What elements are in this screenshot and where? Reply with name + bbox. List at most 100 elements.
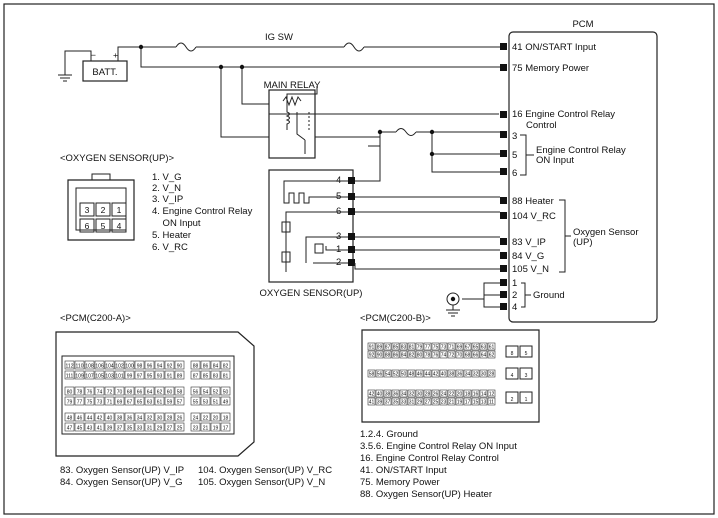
connector-pin-cell	[423, 369, 432, 378]
battery-ground-wire	[58, 50, 92, 82]
connector-pin-cell	[164, 412, 175, 422]
connector-pin-number: 28	[167, 416, 173, 422]
connector-pin-cell	[423, 350, 432, 359]
connector-pin-cell	[487, 342, 496, 351]
power-wiring	[117, 42, 500, 173]
connector-pin-cell	[84, 360, 95, 370]
connector-pin-number: 79	[67, 400, 73, 406]
svg-text:88. Oxygen Sensor(UP) Heater: 88. Oxygen Sensor(UP) Heater	[360, 489, 492, 500]
connector-pin-number: 76	[433, 353, 439, 359]
connector-pin-number: 28	[489, 372, 495, 378]
connector-pin-cell	[94, 360, 105, 370]
connector-pin-cell	[64, 396, 75, 406]
connector-pin-number: 107	[85, 374, 94, 380]
o2-sensor-internals	[281, 180, 348, 272]
connector-pin-number: 44	[425, 372, 431, 378]
connector-pin-cell	[391, 397, 400, 406]
connector-pin-number: 25	[177, 426, 183, 432]
connector-pin-cell	[144, 386, 155, 396]
connector-pin-number: 104	[105, 364, 114, 370]
connector-pin-cell	[74, 360, 85, 370]
connector-pin-cell	[463, 389, 472, 398]
connector-pin-number: 24	[193, 416, 199, 422]
connector-pin-number: 24	[441, 392, 447, 398]
connector-pin-cell	[399, 389, 408, 398]
relay-input-bracket	[520, 134, 534, 176]
sensor-pcm-wiring	[354, 146, 500, 270]
connector-pin-number: 70	[117, 390, 123, 396]
connector-pin-number: 39	[377, 400, 383, 406]
connector-pin-number: 43	[87, 426, 93, 432]
connector-pin-number: 75	[87, 400, 93, 406]
o2-connector-pin-4: 4	[117, 221, 122, 231]
pcm-terminals	[500, 43, 507, 310]
connector-pin-cell	[399, 369, 408, 378]
connector-pin-cell	[104, 412, 115, 422]
connector-pin-cell	[64, 422, 75, 432]
connector-pin-cell	[64, 412, 75, 422]
connector-pin-cell	[423, 389, 432, 398]
connector-pin-number: 65	[473, 345, 479, 351]
connector-pin-number: 25	[433, 400, 439, 406]
svg-text:5: 5	[525, 351, 528, 357]
o2-connector-pins: 3 2 1 6 5 4	[79, 202, 127, 233]
connector-pin-cell	[383, 389, 392, 398]
connector-pin-cell	[124, 370, 135, 380]
connector-pin-number: 86	[393, 353, 399, 359]
connector-pin-number: 92	[167, 364, 173, 370]
connector-pin-number: 105	[95, 374, 104, 380]
main-relay-label: MAIN RELAY	[264, 80, 322, 91]
connector-pin-cell	[104, 396, 115, 406]
connector-pin-cell	[144, 422, 155, 432]
connector-pin-cell	[415, 342, 424, 351]
connector-pin-cell	[463, 397, 472, 406]
c200a-legend: 83. Oxygen Sensor(UP) V_IP 84. Oxygen Se…	[60, 465, 332, 488]
connector-pin-cell	[479, 350, 488, 359]
o2-connector-legend: 1. V_G 2. V_N 3. V_IP 4. Engine Control …	[152, 172, 253, 253]
connector-pin-number: 47	[67, 426, 73, 432]
connector-pin-cell	[431, 350, 440, 359]
connector-pin-cell	[407, 389, 416, 398]
connector-pin-cell	[174, 360, 185, 370]
connector-pin-number: 66	[137, 390, 143, 396]
o2-connector-pin-3: 3	[85, 205, 90, 215]
connector-pin-cell	[64, 370, 75, 380]
connector-pin-number: 56	[377, 372, 383, 378]
connector-pin-number: 49	[223, 400, 229, 406]
connector-pin-number: 33	[137, 426, 143, 432]
connector-pin-number: 39	[107, 426, 113, 432]
connector-pin-cell	[210, 396, 221, 406]
o2-connector-pin-2: 2	[101, 205, 106, 215]
relay-input-label-2: ON Input	[536, 155, 574, 166]
connector-pin-number: 70	[457, 353, 463, 359]
connector-pin-cell	[124, 386, 135, 396]
svg-text:1: 1	[525, 397, 528, 403]
svg-text:75 Memory Power: 75 Memory Power	[512, 63, 589, 74]
connector-pin-cell	[375, 389, 384, 398]
connector-pin-number: 20	[457, 392, 463, 398]
connector-pin-number: 68	[127, 390, 133, 396]
connector-pin-number: 18	[223, 416, 229, 422]
connector-pin-number: 90	[377, 353, 383, 359]
svg-text:4. Engine Control Relay: 4. Engine Control Relay	[152, 206, 253, 217]
svg-text:84 V_G: 84 V_G	[512, 251, 544, 262]
c200a-title: <PCM(C200-A)>	[60, 313, 131, 324]
connector-pin-number: 82	[409, 353, 415, 359]
ground-lines	[446, 305, 460, 317]
connector-pin-number: 78	[77, 390, 83, 396]
svg-text:2: 2	[511, 397, 514, 403]
connector-pin-number: 88	[193, 364, 199, 370]
main-relay-box	[268, 89, 316, 159]
o2-connector-pin-5: 5	[101, 221, 106, 231]
connector-pin-number: 111	[66, 374, 74, 380]
connector-pin-cell	[134, 396, 145, 406]
pcm-pin-1-no: 1	[512, 278, 517, 289]
pcm-pin-5-no: 5	[512, 150, 517, 161]
connector-pin-cell	[200, 412, 211, 422]
connector-pin-cell	[114, 370, 125, 380]
connector-pin-cell	[84, 386, 95, 396]
connector-pin-cell	[375, 397, 384, 406]
connector-pin-number: 36	[127, 416, 133, 422]
svg-text:8: 8	[511, 351, 514, 357]
connector-pin-number: 41	[369, 400, 375, 406]
